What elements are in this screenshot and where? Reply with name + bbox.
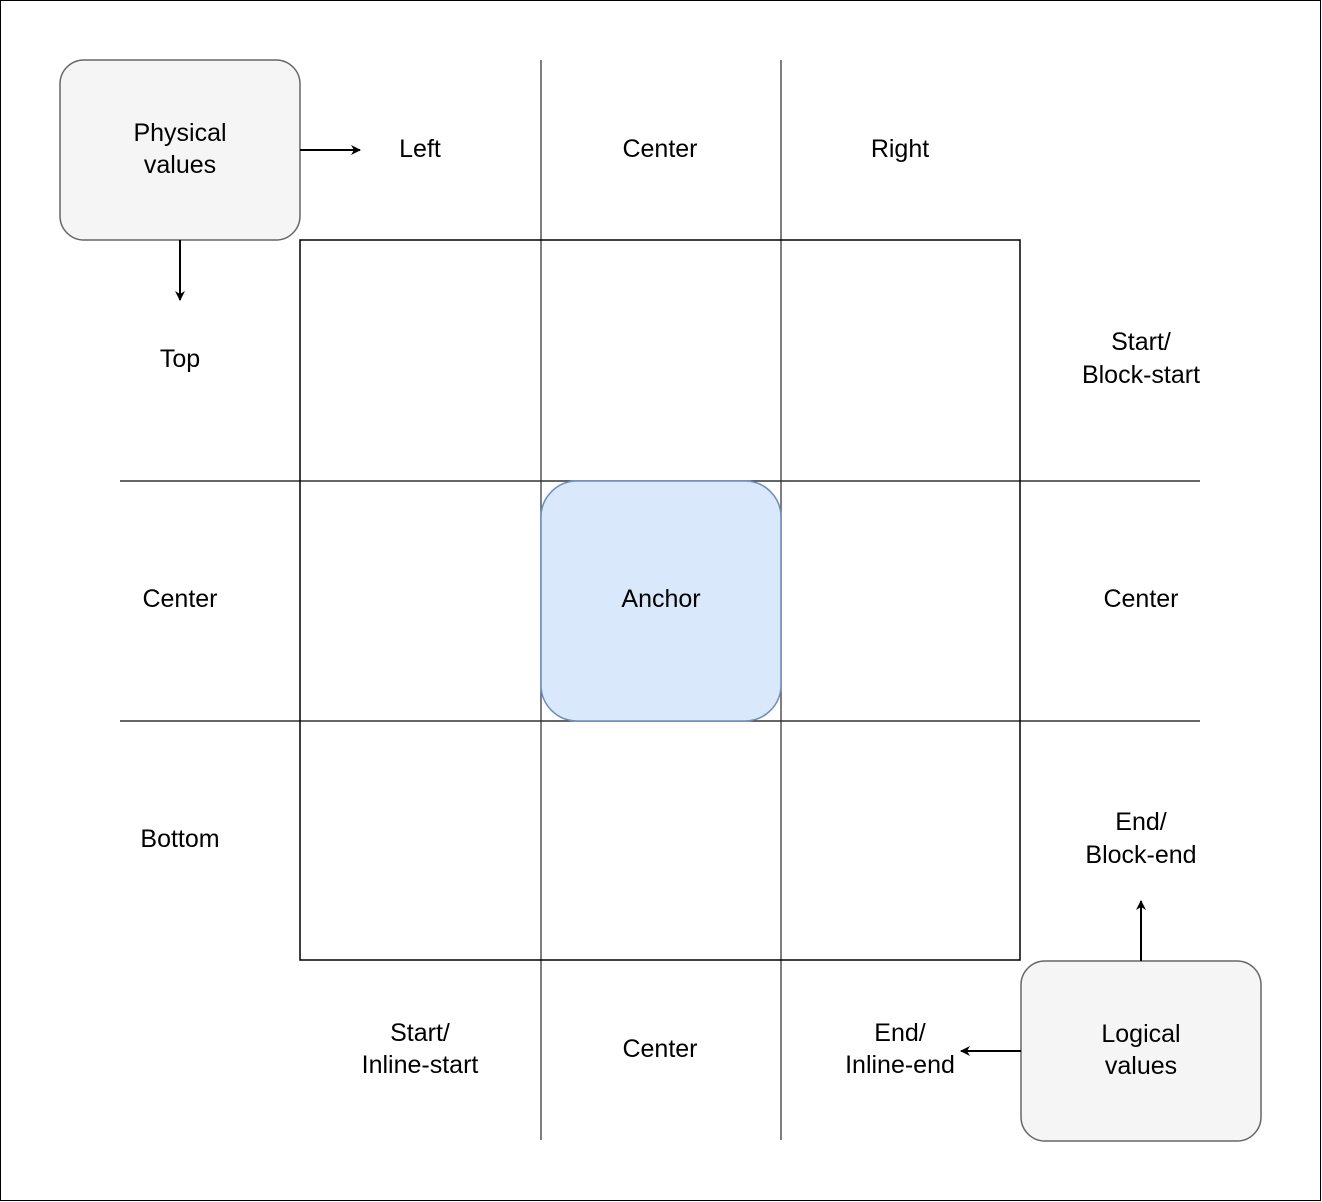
label-physical-center-row: Center <box>142 585 217 613</box>
label-logical-center-row: Center <box>1103 585 1178 613</box>
label-logical-block-start-line-1: Start/ <box>1111 328 1171 356</box>
physical-values-shape <box>59 59 301 241</box>
anchor-box: Anchor <box>540 480 782 722</box>
label-physical-top: Top <box>160 345 200 373</box>
logical-values-label-line-2: values <box>1105 1052 1177 1080</box>
physical-values-box: Physical values <box>59 59 301 241</box>
label-logical-block-end-line-1: End/ <box>1115 808 1166 836</box>
logical-values-label-line-1: Logical <box>1101 1020 1180 1048</box>
label-logical-inline-end-line-1: End/ <box>874 1019 925 1047</box>
logical-values-shape <box>1020 960 1262 1142</box>
anchor-label: Anchor <box>621 585 700 613</box>
label-logical-center-column: Center <box>622 1035 697 1063</box>
physical-values-label-line-1: Physical <box>133 119 226 147</box>
label-physical-center-column: Center <box>622 135 697 163</box>
label-physical-right: Right <box>871 135 929 163</box>
label-logical-block-end-line-2: Block-end <box>1085 841 1196 869</box>
label-physical-bottom: Bottom <box>140 825 219 853</box>
label-logical-block-start-line-2: Block-start <box>1082 361 1200 389</box>
anchor-box-shape <box>540 480 782 722</box>
containing-block <box>299 239 1021 961</box>
label-logical-inline-start-line-2: Inline-start <box>362 1051 479 1079</box>
label-physical-left: Left <box>399 135 441 163</box>
label-logical-inline-start-line-1: Start/ <box>390 1019 450 1047</box>
physical-values-label-line-2: values <box>144 151 216 179</box>
logical-values-box: Logical values <box>1020 960 1262 1142</box>
label-logical-inline-end-line-2: Inline-end <box>845 1051 955 1079</box>
